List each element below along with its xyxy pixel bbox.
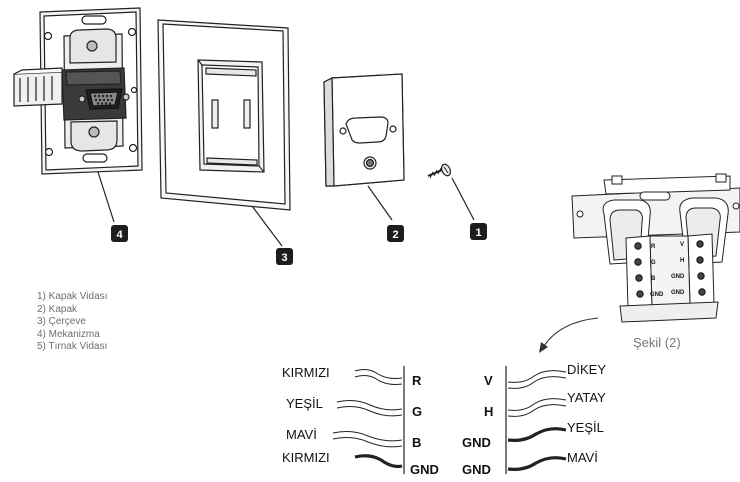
terminal-block-drawing	[571, 173, 740, 323]
legend-item: 5) Tırnak Vidası	[37, 341, 108, 353]
pin-label: H	[484, 404, 494, 419]
pin-label: R	[412, 373, 422, 388]
pin-label: V	[484, 373, 493, 388]
pointer-arrow	[539, 317, 599, 353]
legend-item: 4) Mekanizma	[37, 328, 100, 340]
svg-text:GND: GND	[671, 290, 685, 296]
svg-text:R: R	[651, 244, 656, 250]
wire-color-label: YEŞİL	[567, 420, 604, 435]
pin-label: B	[412, 435, 422, 450]
figure-caption: Şekil (2)	[633, 335, 681, 350]
screw-drawing	[427, 163, 475, 221]
frame-drawing	[157, 19, 291, 247]
terminal-block-labels: R G B GND V H GND GND	[650, 242, 685, 298]
legend-item: 1) Kapak Vidası	[37, 291, 108, 302]
callout-badge-4: 4	[111, 225, 128, 242]
wire-color-label: KIRMIZI	[282, 365, 330, 380]
callout-badge-3: 3	[276, 248, 293, 265]
wire-color-label: KIRMIZI	[282, 450, 330, 465]
svg-text:2: 2	[392, 229, 398, 241]
wire-color-label: DİKEY	[567, 362, 607, 377]
wiring-diagram	[332, 366, 567, 474]
wire-color-label: MAVİ	[567, 450, 598, 465]
svg-text:4: 4	[116, 229, 123, 241]
pin-label: GND	[462, 435, 491, 450]
wire-color-label: YEŞİL	[286, 396, 323, 411]
pin-label: G	[412, 404, 423, 419]
svg-text:V: V	[680, 242, 684, 248]
svg-text:B: B	[651, 276, 656, 282]
callout-badge-1: 1	[470, 223, 487, 240]
legend-item: 3) Çerçeve	[37, 316, 86, 328]
parts-legend: 1) Kapak Vidası 2) Kapak 3) Çerçeve 4) M…	[37, 291, 107, 354]
pin-label: GND	[410, 462, 439, 477]
mechanism-drawing	[13, 7, 143, 223]
svg-text:G: G	[651, 260, 656, 266]
wire-color-label: MAVİ	[286, 427, 317, 442]
svg-text:GND: GND	[650, 292, 664, 298]
svg-text:1: 1	[475, 227, 481, 239]
cover-drawing	[323, 73, 405, 221]
pin-label: GND	[462, 462, 491, 477]
callout-badge-2: 2	[387, 225, 404, 242]
svg-text:3: 3	[281, 252, 287, 264]
svg-text:H: H	[680, 258, 684, 264]
svg-text:GND: GND	[671, 274, 685, 280]
wire-color-label: YATAY	[567, 390, 606, 405]
legend-item: 2) Kapak	[37, 303, 78, 315]
